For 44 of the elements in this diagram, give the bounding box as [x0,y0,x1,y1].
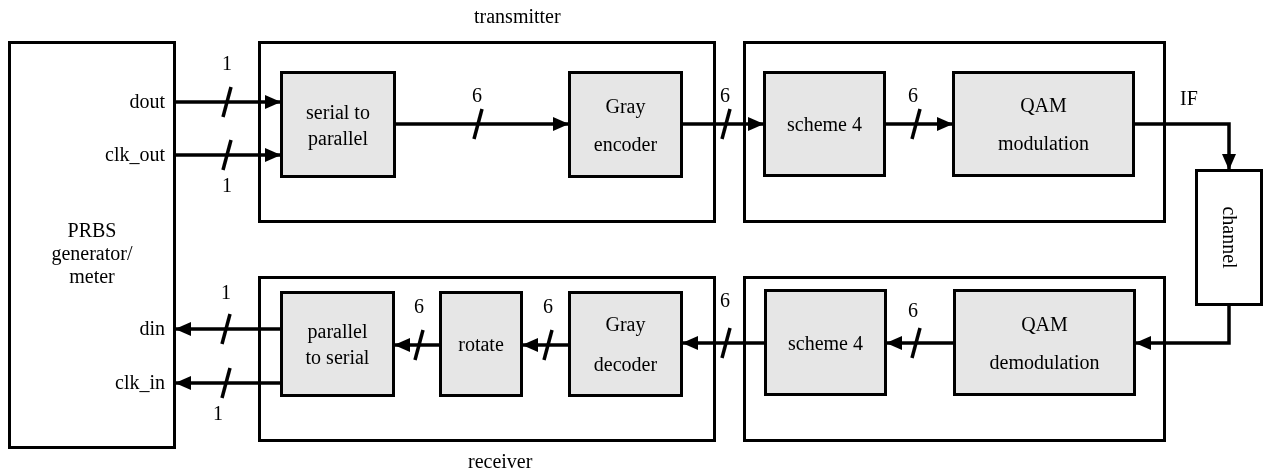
process-box [280,291,395,397]
block-label: Gray encoder [592,93,659,157]
edge-label: 6 [720,290,730,310]
container-box [258,276,716,442]
block-label: serial to parallel [306,99,370,151]
block-label: dout [129,90,165,113]
process-box [568,291,683,397]
process-box [763,71,886,177]
block-label: PRBS generator/ meter [50,219,134,288]
process-box [568,71,683,178]
edge-label: 1 [222,175,232,195]
block-label: scheme 4 [786,112,863,137]
container-box [743,276,1166,442]
edge-label: 1 [213,403,223,423]
container-box [743,41,1166,223]
block-label: QAM modulation [996,93,1091,156]
edge-label: 6 [543,296,553,316]
process-box [764,289,887,396]
edge-label: 6 [908,85,918,105]
edge-label: 6 [908,300,918,320]
process-box [952,71,1135,177]
container-box [258,41,716,223]
block-label: channel [1217,206,1241,269]
process-box [280,71,396,178]
block-label: parallel to serial [305,319,370,370]
block-label: QAM demodulation [988,311,1101,375]
instrument-box [8,41,176,449]
edge-label: 6 [414,296,424,316]
edge-label: 1 [221,282,231,302]
section-label: receiver [468,451,533,471]
block-label: clk_in [115,371,165,394]
process-box [953,289,1136,396]
process-box [439,291,523,397]
edge-label: 6 [472,85,482,105]
block-label: clk_out [105,143,165,166]
section-label: transmitter [474,6,561,26]
edge-label: 6 [720,85,730,105]
block-label: rotate [457,332,505,357]
channel-box [1195,169,1263,306]
block-label: Gray decoder [592,312,659,377]
edge-label: 1 [222,53,232,73]
edge-label: IF [1180,88,1198,108]
block-label: scheme 4 [787,330,864,356]
block-label: din [139,317,165,340]
